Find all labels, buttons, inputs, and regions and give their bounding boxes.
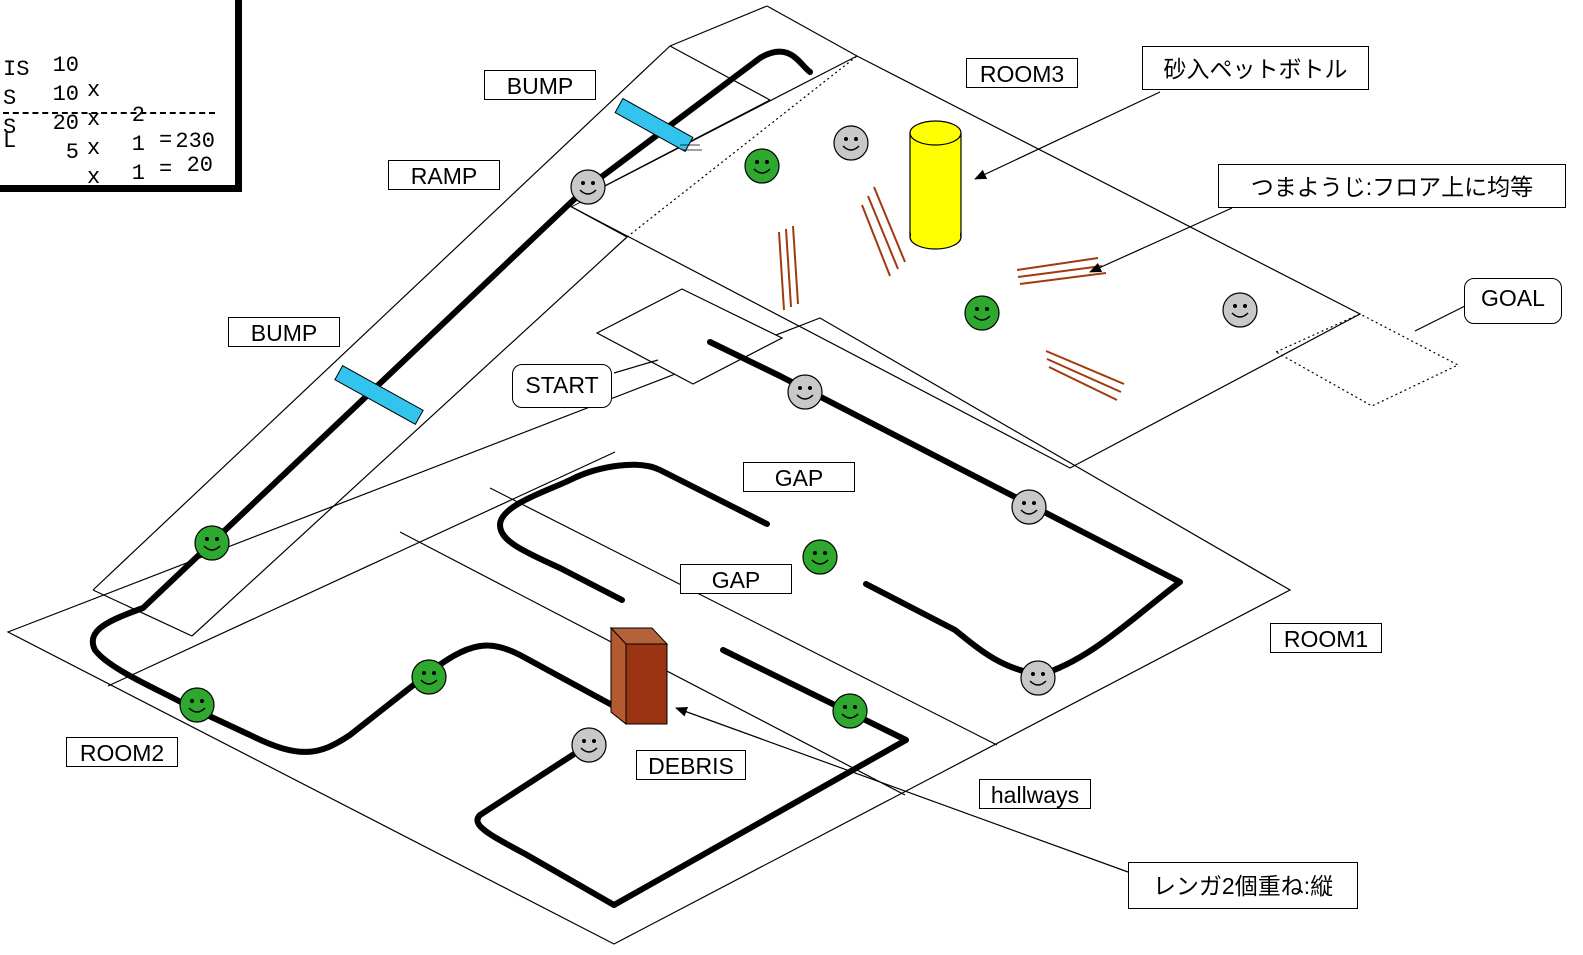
score-row: S 5 x 2 = 10 [3, 90, 213, 185]
score-row-points: 10 [187, 182, 213, 185]
score-row: 10 x 2 = 20 [3, 3, 213, 178]
victim-gray [833, 125, 869, 161]
bump-top [614, 97, 694, 153]
label-toothpicks: つまようじ:フロア上に均等 [1218, 164, 1566, 208]
label-gap-lower: GAP [680, 564, 792, 594]
victim-green [744, 148, 780, 184]
leader-lines [613, 91, 1466, 873]
score-row-equals: = [159, 157, 173, 182]
victim-green [964, 295, 1000, 331]
victim-gray [787, 374, 823, 410]
score-row-points: 20 [186, 153, 213, 178]
label-room1: ROOM1 [1270, 623, 1382, 653]
victim-green [179, 687, 215, 723]
victim-gray [1222, 292, 1258, 328]
sand-bottle-cylinder [909, 120, 962, 250]
score-row-times: x [87, 165, 101, 190]
victim-green [802, 539, 838, 575]
label-hallways: hallways [979, 779, 1091, 809]
bump-left [334, 365, 424, 425]
score-row-qty: 10 [52, 53, 79, 78]
score-total-label: L [3, 129, 17, 154]
victim-green [411, 659, 447, 695]
score-row-mult: 2 [131, 103, 145, 128]
toothpicks [778, 186, 1125, 401]
score-row-name: IS [3, 57, 30, 82]
score-row-equals: = [159, 128, 173, 153]
victim-gray [571, 727, 607, 763]
score-table: 10 x 2 = 20 IS 10 x 1 = 10 S 20 x 1 = 20… [0, 0, 242, 192]
score-row-times: x [87, 136, 101, 161]
score-row-name: S [3, 86, 17, 111]
score-row-mult: 1 [131, 132, 145, 157]
victim-green [832, 693, 868, 729]
score-total-value: 230 [175, 129, 215, 154]
goal-area [1274, 313, 1460, 407]
score-row-qty: 10 [52, 82, 79, 107]
label-room3: ROOM3 [966, 58, 1078, 88]
victim-green [194, 525, 230, 561]
callout-start: START [512, 364, 612, 408]
victim-gray [570, 169, 606, 205]
label-ramp: RAMP [388, 160, 500, 190]
victim-gray [1020, 660, 1056, 696]
score-row-name: S [3, 115, 17, 140]
label-gap-upper: GAP [743, 462, 855, 492]
score-row-qty: 5 [65, 140, 79, 165]
start-area [595, 288, 784, 385]
label-room2: ROOM2 [66, 737, 178, 767]
track-line [89, 48, 1183, 908]
label-debris: DEBRIS [636, 750, 746, 780]
brick-debris [609, 626, 669, 726]
label-bump-top: BUMP [484, 70, 596, 100]
label-bricks: レンガ2個重ね:縦 [1128, 862, 1358, 909]
score-row-times: x [87, 78, 101, 103]
upper-floor [566, 55, 1362, 469]
score-divider [3, 112, 215, 114]
callout-goal: GOAL [1464, 278, 1562, 324]
score-row: S 20 x 1 = 20 [3, 61, 213, 185]
label-sand-bottle: 砂入ペットボトル [1142, 46, 1369, 90]
score-row-mult: 1 [131, 161, 145, 186]
victim-gray [1011, 489, 1047, 525]
label-bump-left: BUMP [228, 317, 340, 347]
score-row-qty: 20 [52, 111, 79, 136]
